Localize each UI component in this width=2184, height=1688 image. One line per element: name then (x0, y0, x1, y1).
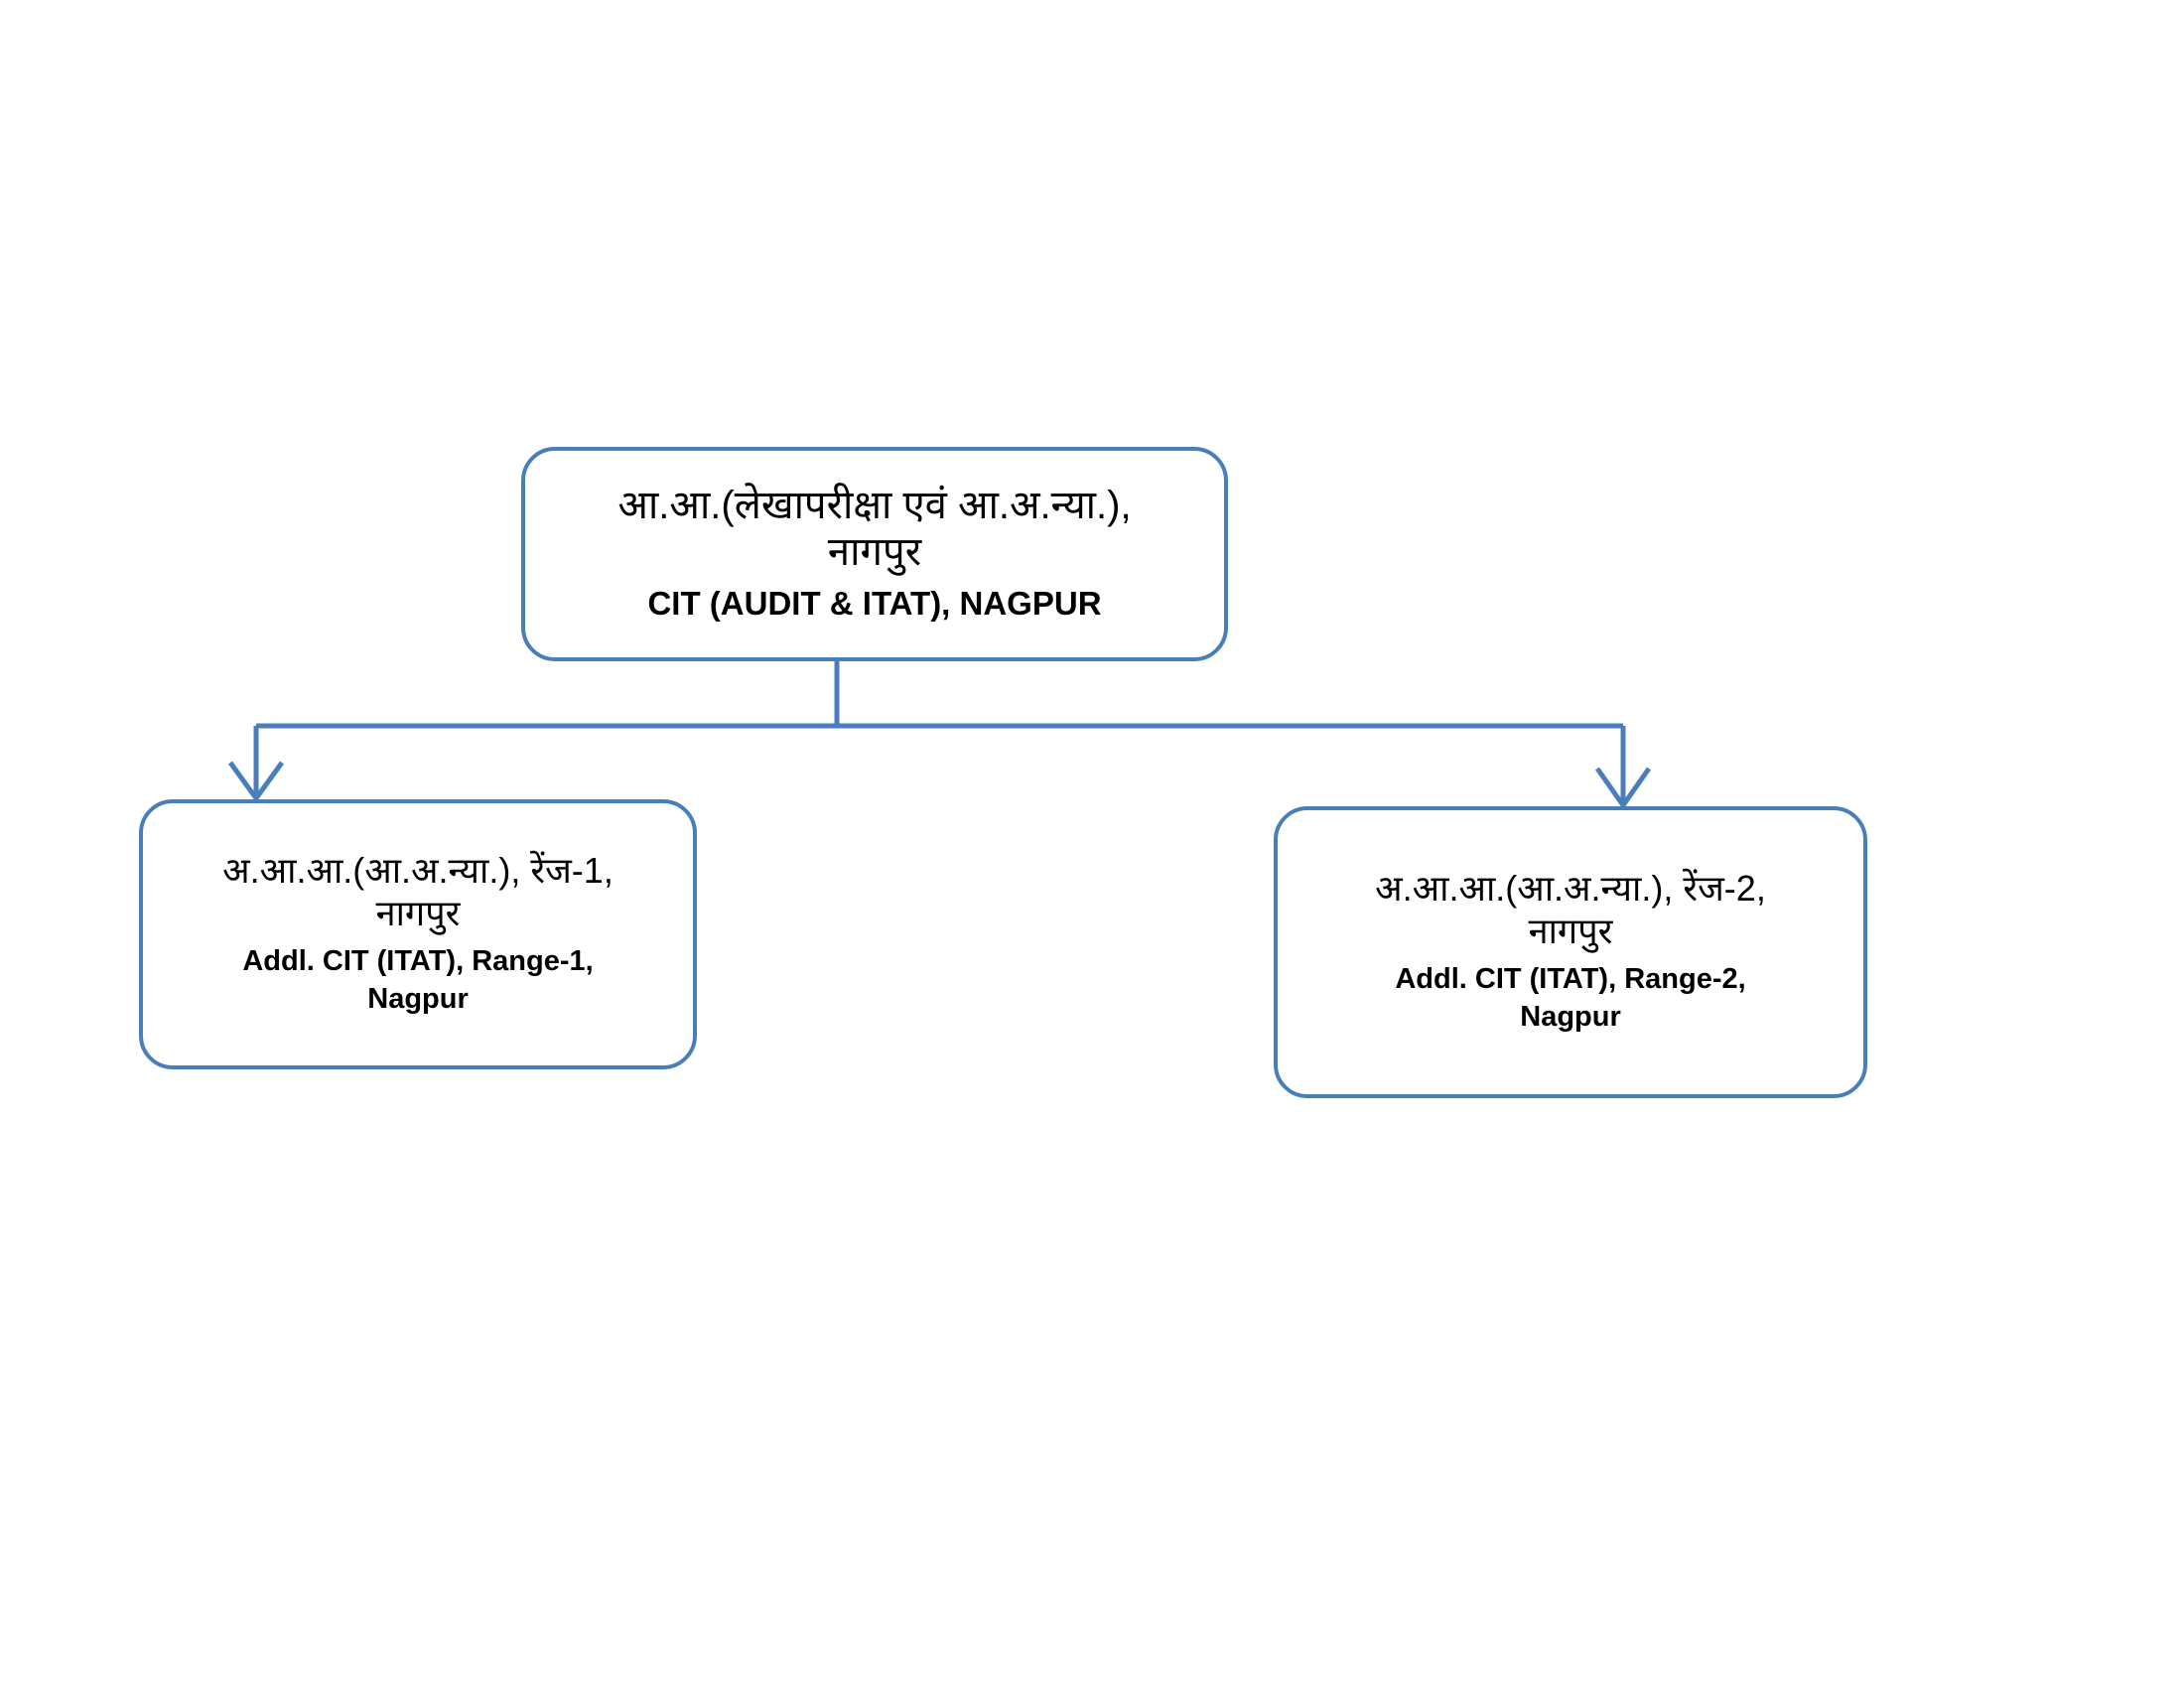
org-node-child-1[interactable]: अ.आ.आ.(आ.अ.न्या.), रेंज-1, नागपुर Addl. … (139, 799, 697, 1069)
arrowhead-child-1-icon (227, 761, 285, 803)
org-node-child-1-english-label: Addl. CIT (ITAT), Range-1, Nagpur (242, 945, 594, 1016)
arrowhead-child-2-icon (1594, 767, 1652, 810)
org-node-child-2-english-label: Addl. CIT (ITAT), Range-2, Nagpur (1395, 963, 1746, 1034)
org-node-root-hindi-label: आ.आ.(लेखापरीक्षा एवं आ.अ.न्या.), नागपुर (617, 484, 1132, 575)
org-node-root-english-label: CIT (AUDIT & ITAT), NAGPUR (647, 585, 1102, 623)
org-node-child-1-hindi-label: अ.आ.आ.(आ.अ.न्या.), रेंज-1, नागपुर (222, 850, 614, 933)
org-node-child-2[interactable]: अ.आ.आ.(आ.अ.न्या.), रेंज-2, नागपुर Addl. … (1274, 806, 1867, 1098)
org-node-child-2-hindi-label: अ.आ.आ.(आ.अ.न्या.), रेंज-2, नागपुर (1375, 868, 1766, 951)
org-node-root[interactable]: आ.आ.(लेखापरीक्षा एवं आ.अ.न्या.), नागपुर … (521, 447, 1228, 661)
